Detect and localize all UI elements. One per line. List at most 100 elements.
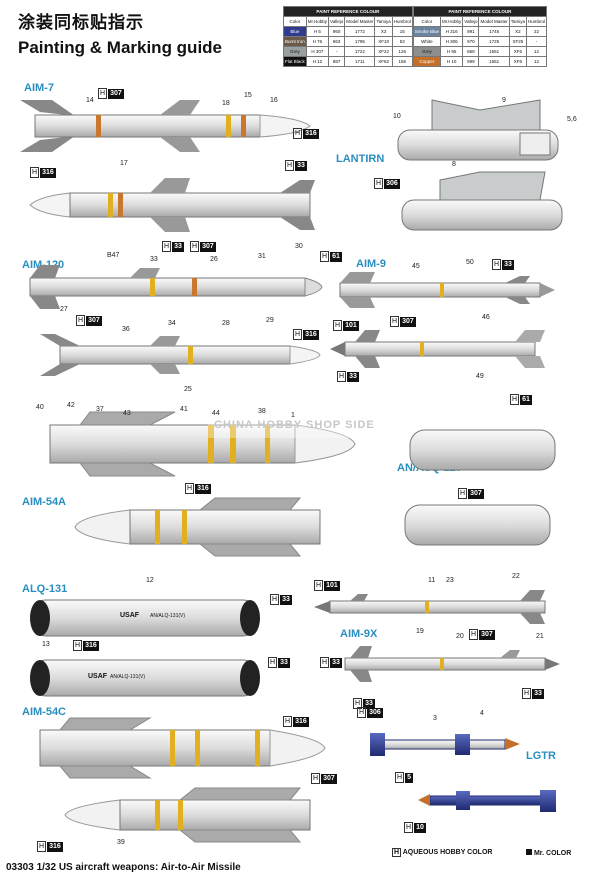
legend-mr-color-label: Mr. COLOR [533,850,572,857]
aim54a-top [49,411,356,477]
aim120-top [29,265,323,309]
label-alq131: ALQ-131 [22,583,68,595]
callout-43: 43 [123,410,131,417]
aim120-bottom [40,334,321,376]
alq131-pod-2 [30,659,260,697]
footer: 03303 1/32 US aircraft weapons: Air-to-A… [6,862,241,873]
watermark-text: CHINA HOBBY SHOP SIDE [214,419,375,431]
aim54a-bottom [74,497,321,557]
callout-34: 34 [168,320,176,327]
lantirn-pod-2 [401,171,563,231]
callout-19: 19 [416,628,424,635]
callout-23: 23 [446,577,454,584]
table-cell: XF6 [508,56,528,67]
callout-20: 20 [456,633,464,640]
callout-22: 22 [512,573,520,580]
callout-46: 46 [482,314,490,321]
table-cell: H 10 [440,56,464,67]
aim9-top [339,272,555,308]
callout-1: 1 [291,412,295,419]
lgtr-top [370,733,520,756]
callout-5-6: 5,6 [567,116,577,123]
title-english: Painting & Marking guide [18,38,223,57]
callout-49: 49 [476,373,484,380]
callout-33: 33 [150,256,158,263]
callout-3: 3 [433,715,437,722]
title-chinese: 涂装同标贴指示 [18,13,144,32]
aim54c-bottom [64,787,311,843]
label-aim54a: AIM-54A [22,496,67,508]
callout-12: 12 [146,577,154,584]
label-lantirn: LANTIRN [336,153,385,165]
legend-mr-color: Mr. COLOR [526,849,571,857]
callout-44: 44 [212,410,220,417]
callout-9: 9 [502,97,506,104]
callout-13: 13 [42,641,50,648]
callout-29: 29 [266,317,274,324]
label-lgtr: LGTR [526,750,556,762]
watermark [208,416,388,438]
callout-17: 17 [120,160,128,167]
pod-usaf-1: USAF [120,612,140,619]
callout-16: 16 [270,97,278,104]
pod-designation-1: AN/ALQ-131(V) [150,613,186,619]
aim7-bottom [29,178,315,232]
pod-designation-2: AN/ALQ-131(V) [110,674,146,680]
aim9x-top [314,590,546,624]
callout-14: 14 [86,97,94,104]
table-cell: 999 [462,56,480,67]
label-aim9x: AIM-9X [340,628,378,640]
lantirn-pod-1 [397,99,559,161]
callout-8: 8 [452,161,456,168]
callout-25: 25 [184,386,192,393]
callout-10: 10 [393,113,401,120]
asq228-pod-1 [409,429,556,471]
table-cell: 12 [526,56,548,67]
callout-50: 50 [466,259,474,266]
callout-18: 18 [222,100,230,107]
callout-45: 45 [412,263,420,270]
callout-4: 4 [480,710,484,717]
callout-b47: B47 [107,252,120,259]
callout-26: 26 [210,256,218,263]
callout-11: 11 [428,577,436,584]
label-aim9: AIM-9 [356,258,386,270]
label-aim54c: AIM-54C [22,706,67,718]
table-cell: 887 [328,56,346,67]
alq131-pod-1 [30,599,260,637]
aim7-top [20,100,311,152]
legend-aqueous: H AQUEOUS HOBBY COLOR [392,848,493,857]
